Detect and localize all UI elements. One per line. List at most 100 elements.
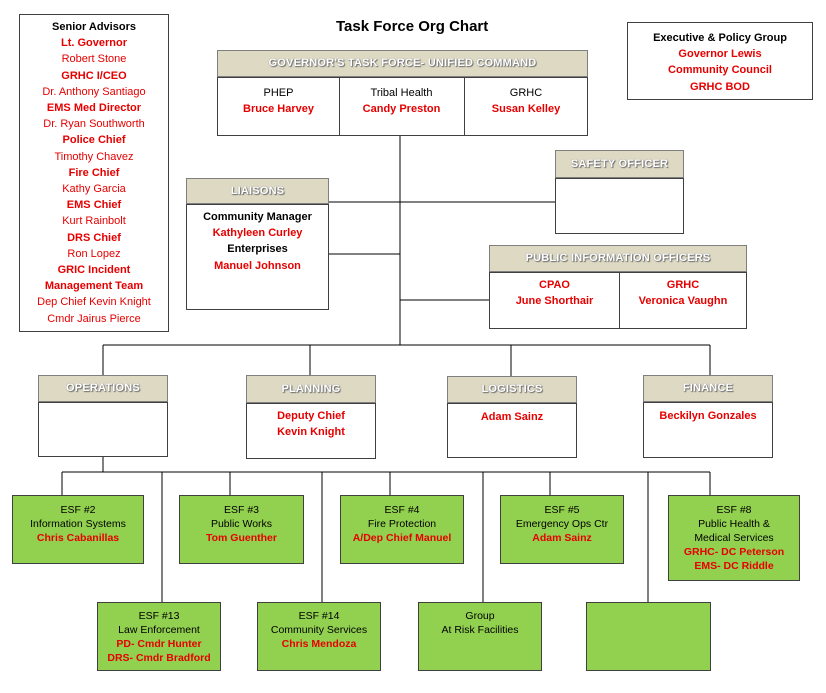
esf-subtitle: At Risk Facilities: [441, 624, 519, 636]
advisor-role: GRIC Incident: [57, 264, 131, 277]
planning-list: Deputy Chief Kevin Knight: [247, 408, 375, 440]
esf-title: ESF #14: [298, 610, 340, 622]
esf-subtitle: Emergency Ops Ctr: [515, 518, 609, 530]
planning-line: Deputy Chief: [277, 410, 345, 422]
advisor-name: Robert Stone: [61, 53, 127, 66]
esf-name: A/Dep Chief Manuel: [352, 532, 452, 544]
unified-command-box: PHEP Bruce Harvey Tribal Health Candy Pr…: [217, 77, 588, 136]
esf-name: GRHC- DC Peterson: [683, 546, 785, 558]
cell-name: Candy Preston: [362, 103, 441, 115]
chart-title: Task Force Org Chart: [336, 18, 489, 35]
logistics-list: Adam Sainz: [448, 409, 576, 425]
cell-title: PHEP: [263, 87, 294, 99]
safety-officer-header: SAFETY OFFICER: [555, 150, 684, 178]
finance-box: Beckilyn Gonzales: [643, 402, 773, 458]
executive-group-heading: Executive & Policy Group: [653, 32, 787, 44]
unified-command-cell: PHEP Bruce Harvey: [218, 85, 339, 117]
cell-name: Susan Kelley: [491, 103, 561, 115]
cell-name: Veronica Vaughn: [638, 295, 728, 307]
finance-list: Beckilyn Gonzales: [644, 408, 772, 424]
executive-entry: Governor Lewis: [678, 48, 762, 61]
esf-13-box: ESF #13 Law Enforcement PD- Cmdr Hunter …: [97, 602, 221, 671]
advisor-name: Kathy Garcia: [62, 183, 126, 196]
cell-title: GRHC: [666, 279, 700, 291]
liaison-line: Manuel Johnson: [214, 259, 301, 272]
esf-subtitle: Law Enforcement: [118, 624, 200, 636]
esf-8-box: ESF #8 Public Health & Medical Services …: [668, 495, 800, 581]
esf-title: ESF #5: [544, 504, 580, 516]
esf-name: EMS- DC Riddle: [694, 560, 774, 572]
logistics-line: Adam Sainz: [480, 411, 544, 423]
safety-officer-box: [555, 178, 684, 234]
planning-header: PLANNING: [246, 375, 376, 403]
advisor-name: Dep Chief Kevin Knight: [37, 296, 151, 309]
unified-command-cell: Tribal Health Candy Preston: [339, 85, 464, 117]
esf-title: ESF #2: [60, 504, 96, 516]
esf-title: ESF #8: [716, 504, 752, 516]
liaisons-box: Community Manager Kathyleen Curley Enter…: [186, 204, 329, 310]
esf-2-box: ESF #2 Information Systems Chris Cabanil…: [12, 495, 144, 564]
finance-line: Beckilyn Gonzales: [659, 410, 757, 422]
esf-3-box: ESF #3 Public Works Tom Guenther: [179, 495, 304, 564]
cell-title: CPAO: [539, 279, 570, 291]
logistics-box: Adam Sainz: [447, 403, 577, 458]
advisor-name: Dr. Anthony Santiago: [42, 85, 146, 98]
unified-command-header: GOVERNOR'S TASK FORCE- UNIFIED COMMAND: [217, 50, 588, 77]
finance-header: FINANCE: [643, 375, 773, 402]
esf-subtitle: Medical Services: [694, 532, 774, 544]
esf-subtitle: Group: [465, 610, 495, 622]
advisor-role: Fire Chief: [68, 166, 120, 179]
planning-box: Deputy Chief Kevin Knight: [246, 403, 376, 459]
executive-policy-group-list: Executive & Policy Group Governor Lewis …: [628, 30, 812, 95]
esf-name: Adam Sainz: [532, 532, 592, 544]
pio-cell: CPAO June Shorthair: [490, 277, 619, 309]
esf-title: ESF #4: [384, 504, 420, 516]
esf-name: PD- Cmdr Hunter: [116, 638, 202, 650]
pio-box: CPAO June Shorthair GRHC Veronica Vaughn: [489, 272, 747, 329]
operations-box: [38, 402, 168, 457]
esf-name: Tom Guenther: [206, 532, 277, 544]
cell-title: GRHC: [509, 87, 543, 99]
esf-5-box: ESF #5 Emergency Ops Ctr Adam Sainz: [500, 495, 624, 564]
advisor-name: Timothy Chavez: [54, 150, 134, 163]
executive-entry: GRHC BOD: [690, 80, 750, 93]
advisor-role: DRS Chief: [67, 231, 121, 244]
cell-title: Tribal Health: [370, 87, 433, 99]
operations-header: OPERATIONS: [38, 375, 168, 402]
esf-subtitle: Information Systems: [30, 518, 126, 530]
senior-advisors-heading: Senior Advisors: [52, 21, 136, 33]
pio-cell: GRHC Veronica Vaughn: [619, 277, 747, 309]
advisor-role: Management Team: [44, 280, 144, 293]
unified-command-cell: GRHC Susan Kelley: [464, 85, 588, 117]
liaison-line: Kathyleen Curley: [212, 227, 303, 240]
cell-name: June Shorthair: [515, 295, 594, 307]
esf-title: ESF #13: [138, 610, 180, 622]
advisor-role: EMS Med Director: [46, 102, 142, 115]
planning-line: Kevin Knight: [277, 426, 345, 439]
advisor-role: Lt. Governor: [60, 37, 127, 50]
advisor-name: Kurt Rainbolt: [62, 215, 126, 228]
advisor-role: EMS Chief: [66, 199, 122, 212]
liaisons-list: Community Manager Kathyleen Curley Enter…: [187, 209, 328, 274]
liaisons-header: LIAISONS: [186, 178, 329, 204]
esf-subtitle: Public Health &: [698, 518, 770, 530]
esf-name: Chris Cabanillas: [36, 532, 120, 544]
liaison-line: Community Manager: [203, 211, 312, 223]
esf-subtitle: Fire Protection: [367, 518, 437, 530]
pio-header: PUBLIC INFORMATION OFFICERS: [489, 245, 747, 272]
executive-entry: Community Council: [668, 64, 772, 77]
advisor-role: GRHC I/CEO: [61, 69, 127, 82]
liaison-line: Enterprises: [227, 243, 288, 256]
advisor-name: Ron Lopez: [67, 247, 121, 260]
logistics-header: LOGISTICS: [447, 376, 577, 403]
advisor-name: Dr. Ryan Southworth: [43, 118, 145, 131]
esf-4-box: ESF #4 Fire Protection A/Dep Chief Manue…: [340, 495, 464, 564]
executive-policy-group-box: Executive & Policy Group Governor Lewis …: [627, 22, 813, 100]
esf-subtitle: Community Services: [270, 624, 368, 636]
esf-14-box: ESF #14 Community Services Chris Mendoza: [257, 602, 381, 671]
advisor-role: Police Chief: [62, 134, 126, 147]
esf-name: DRS- Cmdr Bradford: [107, 652, 211, 664]
